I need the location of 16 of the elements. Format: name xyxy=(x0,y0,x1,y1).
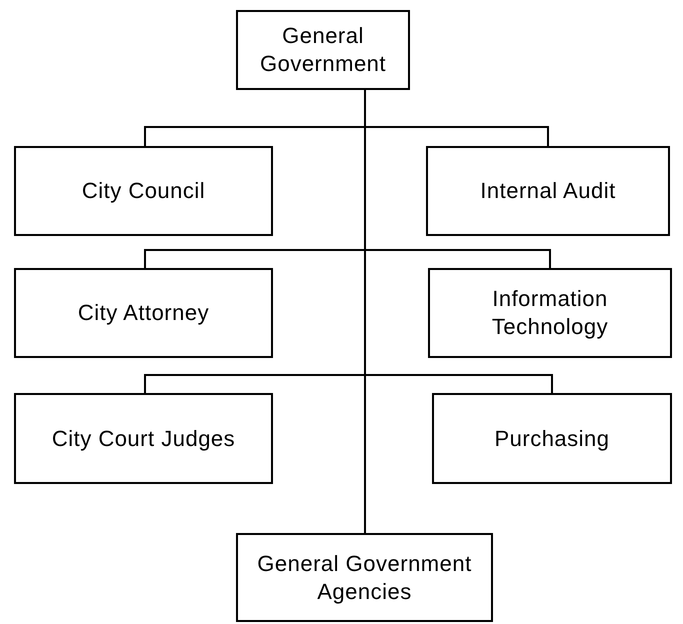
box-label: General Government xyxy=(258,22,388,78)
box-label: Internal Audit xyxy=(480,177,616,205)
box-label: General Government Agencies xyxy=(256,550,473,606)
org-box xyxy=(14,393,273,484)
org-box xyxy=(428,268,672,358)
box-label: City Attorney xyxy=(78,299,210,327)
org-box xyxy=(432,393,672,484)
org-box xyxy=(236,533,493,622)
box-label: Information Technology xyxy=(490,285,610,341)
org-box xyxy=(426,146,670,236)
org-box xyxy=(236,10,410,90)
org-box xyxy=(14,146,273,236)
org-box xyxy=(14,268,273,358)
box-label: City Council xyxy=(82,177,206,205)
box-label: Purchasing xyxy=(494,424,610,452)
box-label: City Court Judges xyxy=(52,424,236,452)
